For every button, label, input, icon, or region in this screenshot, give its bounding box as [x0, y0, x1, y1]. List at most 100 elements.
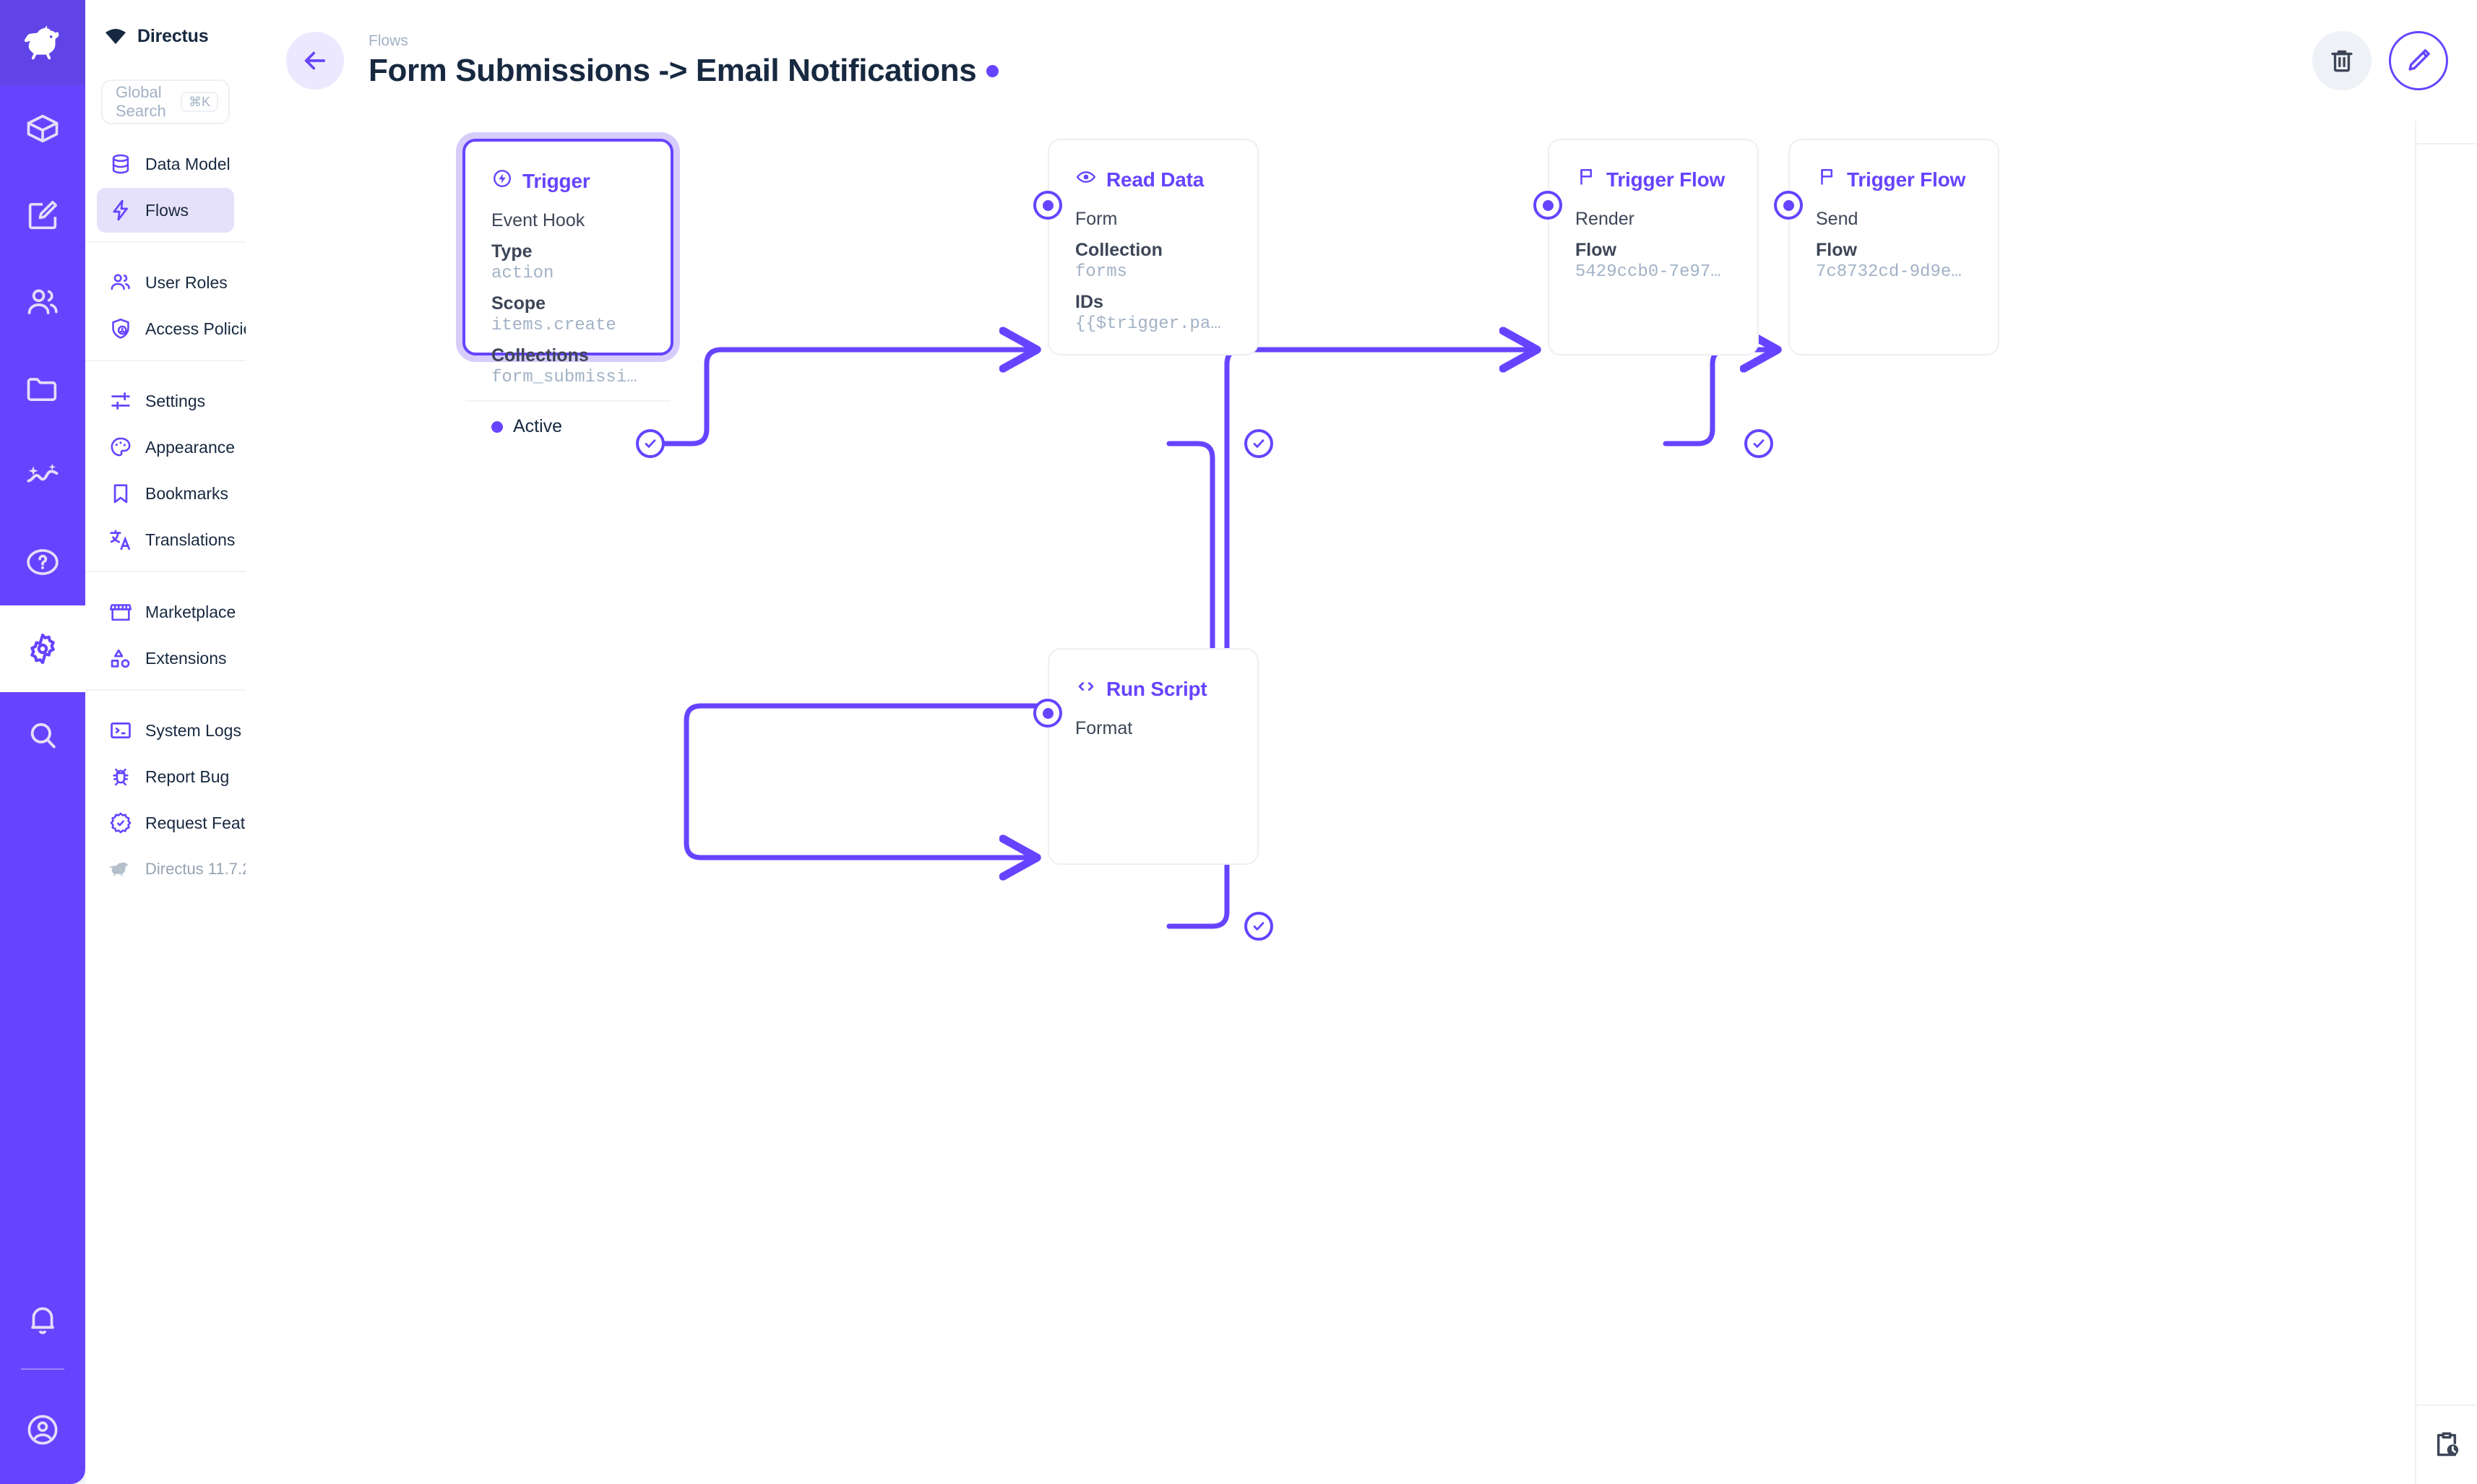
- back-button[interactable]: [286, 31, 344, 90]
- sidebar-group-data: Data Model Flows: [85, 124, 246, 234]
- directus-rabbit-logo[interactable]: [0, 0, 85, 85]
- page-header: Flows Form Submissions -> Email Notifica…: [246, 0, 2477, 121]
- right-sidebar: 3: [2415, 0, 2477, 1484]
- node-type-label: Trigger: [522, 169, 590, 192]
- sidebar-item-user-roles[interactable]: User Roles: [97, 260, 234, 305]
- bolt-circle-icon: [491, 168, 513, 194]
- sidebar-item-version: Directus 11.7.2: [97, 847, 251, 892]
- sidebar-item-label: Bookmarks: [145, 483, 229, 503]
- sidebar-item-report-bug[interactable]: Report Bug: [97, 754, 234, 799]
- node-field-key: Type: [491, 241, 533, 262]
- box-icon[interactable]: [0, 85, 85, 172]
- port-trigger-success[interactable]: [636, 429, 665, 458]
- folder-icon[interactable]: [0, 345, 85, 432]
- node-field-value: forms: [1075, 262, 1128, 282]
- palette-icon: [108, 435, 133, 460]
- node-field-key: Scope: [491, 293, 546, 314]
- sidebar-group-settings: Settings Appearance Bookmarks Translatio…: [85, 360, 246, 564]
- users-icon[interactable]: [0, 259, 85, 345]
- node-type-label: Trigger Flow: [1847, 168, 1966, 191]
- port-read-data-success[interactable]: [1244, 429, 1273, 458]
- sidebar-item-request-feature[interactable]: Request Feature: [97, 801, 269, 845]
- node-field-key: Collection: [1075, 240, 1163, 260]
- bell-icon[interactable]: [0, 1276, 85, 1363]
- node-field-key: Collections: [491, 345, 589, 366]
- node-field-value: items.create: [491, 316, 616, 335]
- sidebar-item-label: Extensions: [145, 648, 227, 668]
- port-dot: [1542, 199, 1554, 211]
- activity-history-button[interactable]: [2416, 1405, 2477, 1484]
- help-circle-icon[interactable]: [0, 519, 85, 605]
- tune-icon: [108, 389, 133, 413]
- sidebar-item-bookmarks[interactable]: Bookmarks: [97, 471, 234, 516]
- sidebar-item-marketplace[interactable]: Marketplace Beta: [97, 590, 294, 634]
- sidebar-item-label: Marketplace: [145, 602, 236, 621]
- port-dot: [1783, 199, 1794, 211]
- sidebar-item-settings[interactable]: Settings: [97, 379, 234, 423]
- sidebar-item-access-policies[interactable]: Access Policies: [97, 306, 261, 351]
- sidebar-item-label: User Roles: [145, 272, 228, 292]
- main-area: Flows Form Submissions -> Email Notifica…: [246, 0, 2477, 1484]
- gear-icon[interactable]: [0, 605, 85, 692]
- shield-person-icon: [108, 316, 133, 341]
- node-type-header: Trigger Flow: [1816, 166, 1972, 193]
- port-trigger-flow-render-success[interactable]: [1744, 429, 1773, 458]
- edit-square-icon[interactable]: [0, 172, 85, 259]
- bookmark-icon: [108, 481, 133, 506]
- port-trigger-flow-render-resolve[interactable]: [1533, 191, 1562, 220]
- node-field-key: Flow: [1816, 240, 1857, 260]
- sidebar-item-label: System Logs: [145, 720, 241, 740]
- flow-node-trigger-flow-send[interactable]: Trigger Flow Send Flow 7c8732cd-9d9e-44b…: [1788, 139, 1999, 355]
- search-input[interactable]: Global Search ⌘K: [101, 79, 230, 124]
- translate-icon: [108, 527, 133, 552]
- port-read-data-resolve[interactable]: [1033, 191, 1062, 220]
- header-actions: [2312, 30, 2448, 90]
- edit-flow-button[interactable]: [2389, 30, 2448, 90]
- breadcrumb[interactable]: Flows: [369, 32, 408, 49]
- search-icon[interactable]: [0, 692, 85, 779]
- node-field-value: 7c8732cd-9d9e-44be: [1816, 262, 1972, 282]
- node-name: Send: [1816, 209, 1858, 229]
- sidebar-item-system-logs[interactable]: System Logs: [97, 708, 241, 753]
- brand-name: Directus: [137, 25, 209, 46]
- page-title: Form Submissions -> Email Notifications: [369, 53, 977, 89]
- insights-icon[interactable]: [0, 432, 85, 519]
- node-type-header: Run Script: [1075, 676, 1231, 702]
- search-shortcut: ⌘K: [180, 92, 218, 112]
- flow-canvas[interactable]: Trigger Event Hook Type action Scope ite…: [246, 121, 2415, 1484]
- active-status-label: Active: [513, 416, 563, 436]
- node-name: Form: [1075, 209, 1118, 229]
- node-field-value: {{$trigger.payload.form}}: [1075, 314, 1231, 334]
- flow-node-read-data[interactable]: Read Data Form Collection forms IDs {{$t…: [1048, 139, 1259, 355]
- port-run-script-resolve[interactable]: [1033, 699, 1062, 728]
- port-dot: [1042, 199, 1054, 211]
- sidebar-item-flows[interactable]: Flows: [97, 188, 234, 233]
- module-rail: [0, 0, 85, 1484]
- rail-divider: [21, 1368, 64, 1370]
- flow-node-run-script[interactable]: Run Script Format: [1048, 648, 1259, 865]
- delete-flow-button[interactable]: [2312, 30, 2372, 90]
- flow-node-trigger-flow-render[interactable]: Trigger Flow Render Flow 5429ccb0-7e97-4…: [1548, 139, 1759, 355]
- bug-icon: [108, 764, 133, 789]
- node-type-label: Run Script: [1106, 677, 1207, 700]
- sidebar-item-translations[interactable]: Translations: [97, 517, 235, 562]
- sidebar-item-label: Directus 11.7.2: [145, 860, 251, 878]
- storefront-icon: [108, 600, 133, 624]
- node-type-header: Trigger Flow: [1575, 166, 1731, 193]
- port-trigger-flow-send-resolve[interactable]: [1774, 191, 1803, 220]
- port-run-script-success[interactable]: [1244, 912, 1273, 941]
- rabbit-icon: [108, 857, 133, 881]
- node-name: Render: [1575, 209, 1634, 229]
- node-footer: Active: [465, 400, 671, 437]
- flag-icon: [1575, 166, 1597, 193]
- node-field-value: 5429ccb0-7e97-4ef5-9d65-2b…: [1575, 262, 1731, 282]
- eye-icon: [1075, 166, 1097, 193]
- page-title-row: Form Submissions -> Email Notifications: [369, 53, 999, 89]
- sidebar-item-appearance[interactable]: Appearance: [97, 425, 235, 470]
- sidebar-item-data-model[interactable]: Data Model: [97, 142, 234, 186]
- account-circle-icon[interactable]: [0, 1376, 85, 1484]
- flow-node-trigger[interactable]: Trigger Event Hook Type action Scope ite…: [462, 139, 673, 436]
- node-field-value: form_submissions: [491, 368, 645, 387]
- users-icon: [108, 270, 133, 295]
- sidebar-item-extensions[interactable]: Extensions: [97, 636, 234, 681]
